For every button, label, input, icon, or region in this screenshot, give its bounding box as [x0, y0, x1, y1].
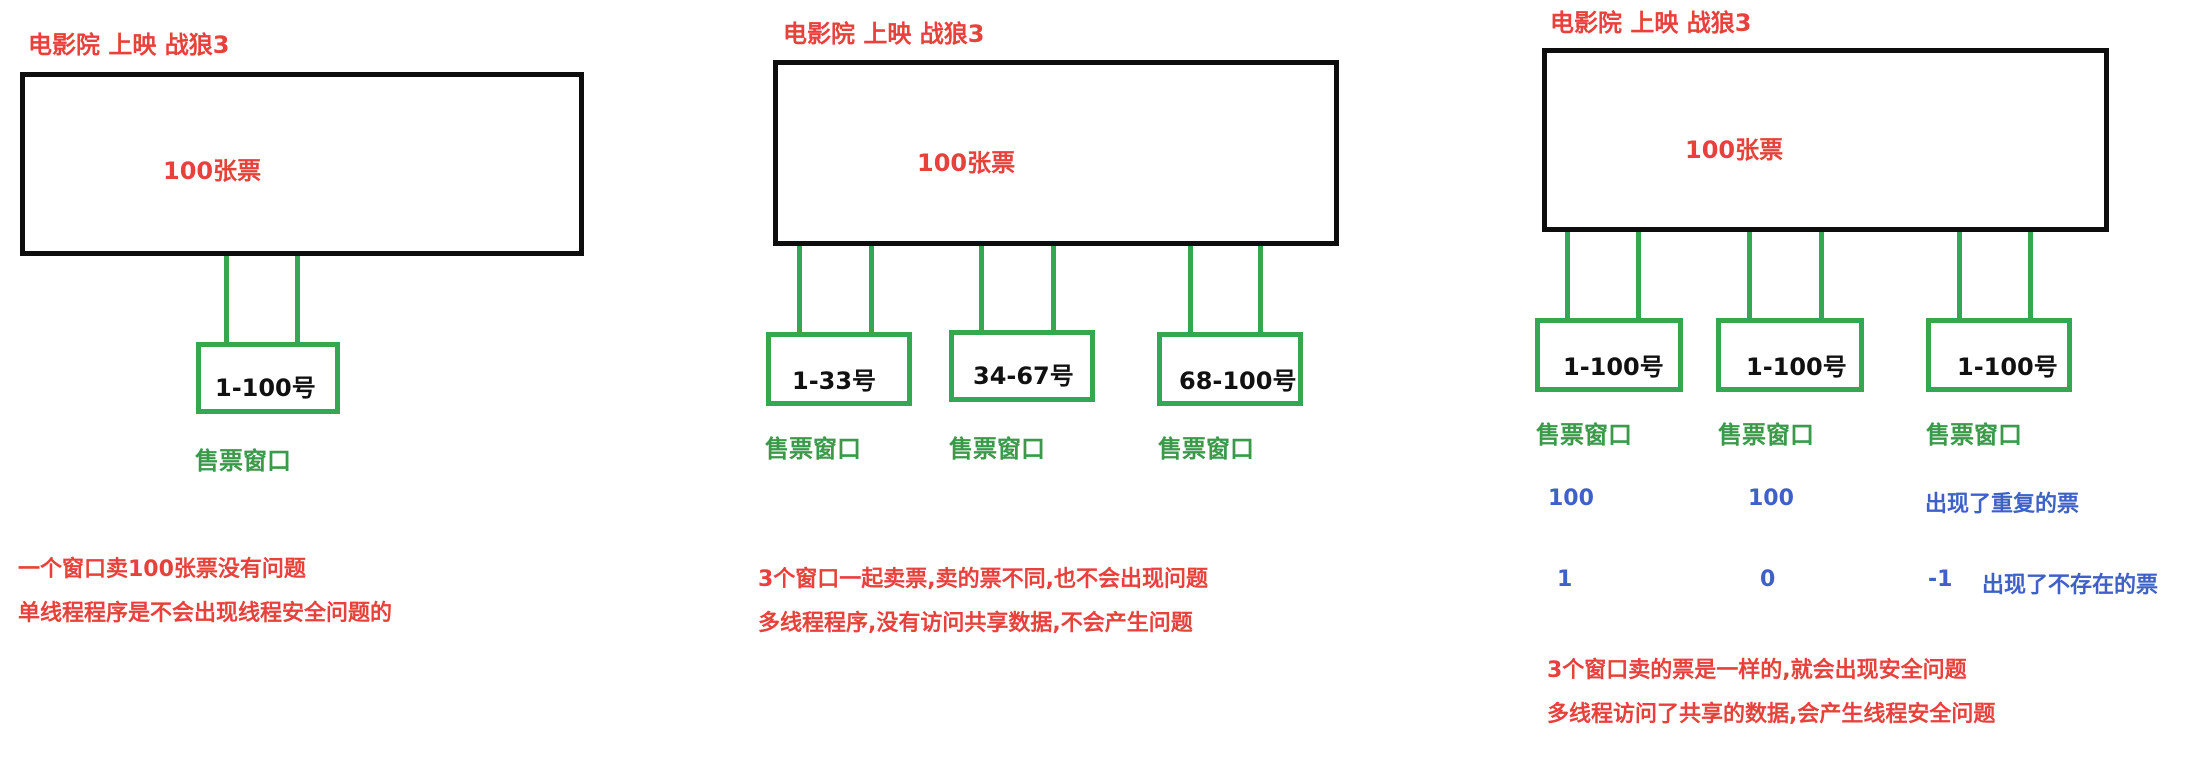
connector-line — [2028, 232, 2033, 320]
ticket-range: 1-100号 — [215, 374, 316, 402]
window-label: 售票窗口 — [195, 447, 291, 475]
window2-ticket-value: 100 — [1748, 486, 1794, 511]
window-label: 售票窗口 — [1158, 435, 1254, 463]
window1-ticket-value: 100 — [1548, 486, 1594, 511]
connector-line — [1747, 232, 1752, 320]
cinema-box: 100张票 — [773, 60, 1339, 246]
note-line: 3个窗口卖的票是一样的,就会出现安全问题 — [1547, 658, 1967, 683]
ticket-window-box: 68-100号 — [1157, 332, 1303, 406]
ticket-range: 1-100号 — [1563, 353, 1664, 381]
ticket-window-box: 1-100号 — [1716, 318, 1864, 392]
ticket-range: 68-100号 — [1179, 367, 1297, 395]
window-label: 售票窗口 — [1536, 421, 1632, 449]
tickets-label: 100张票 — [163, 157, 262, 185]
ticket-window-box: 1-100号 — [196, 342, 340, 414]
tickets-label: 100张票 — [1685, 136, 1784, 164]
window-label: 售票窗口 — [949, 435, 1045, 463]
window3-ticket-value: -1 — [1928, 567, 1953, 592]
connector-line — [1957, 232, 1962, 320]
connector-line — [869, 246, 874, 334]
connector-line — [1188, 246, 1193, 334]
connector-line — [224, 256, 229, 344]
ticket-range: 1-100号 — [1746, 353, 1847, 381]
tickets-label: 100张票 — [917, 149, 1016, 177]
window-label: 售票窗口 — [1926, 421, 2022, 449]
ticket-range: 1-33号 — [792, 367, 877, 395]
connector-line — [1051, 246, 1056, 334]
note-line: 单线程程序是不会出现线程安全问题的 — [18, 601, 393, 626]
note-line: 多线程程序,没有访问共享数据,不会产生问题 — [758, 611, 1193, 636]
ticket-window-box: 34-67号 — [949, 330, 1095, 402]
connector-line — [1565, 232, 1570, 320]
cinema-label: 电影院 上映 战狼3 — [783, 20, 985, 48]
note-line: 多线程访问了共享的数据,会产生线程安全问题 — [1547, 702, 1996, 727]
cinema-box: 100张票 — [1542, 48, 2109, 232]
connector-line — [797, 246, 802, 334]
cinema-box: 100张票 — [20, 72, 584, 256]
ticket-window-box: 1-100号 — [1926, 318, 2072, 392]
window-label: 售票窗口 — [765, 435, 861, 463]
window2-ticket-value: 0 — [1760, 567, 1776, 592]
ticket-range: 34-67号 — [973, 362, 1074, 390]
cinema-label: 电影院 上映 战狼3 — [28, 31, 230, 59]
window1-ticket-value: 1 — [1557, 567, 1573, 592]
note-line: 一个窗口卖100张票没有问题 — [18, 557, 306, 582]
ticket-window-box: 1-33号 — [766, 332, 912, 406]
window-label: 售票窗口 — [1718, 421, 1814, 449]
connector-line — [295, 256, 300, 344]
connector-line — [1636, 232, 1641, 320]
duplicate-ticket-note: 出现了重复的票 — [1925, 492, 2080, 517]
cinema-label: 电影院 上映 战狼3 — [1550, 9, 1752, 37]
nonexistent-ticket-note: 出现了不存在的票 — [1982, 573, 2159, 598]
connector-line — [979, 246, 984, 334]
ticket-window-box: 1-100号 — [1535, 318, 1683, 392]
note-line: 3个窗口一起卖票,卖的票不同,也不会出现问题 — [758, 567, 1209, 592]
ticket-range: 1-100号 — [1957, 353, 2058, 381]
connector-line — [1258, 246, 1263, 334]
connector-line — [1819, 232, 1824, 320]
